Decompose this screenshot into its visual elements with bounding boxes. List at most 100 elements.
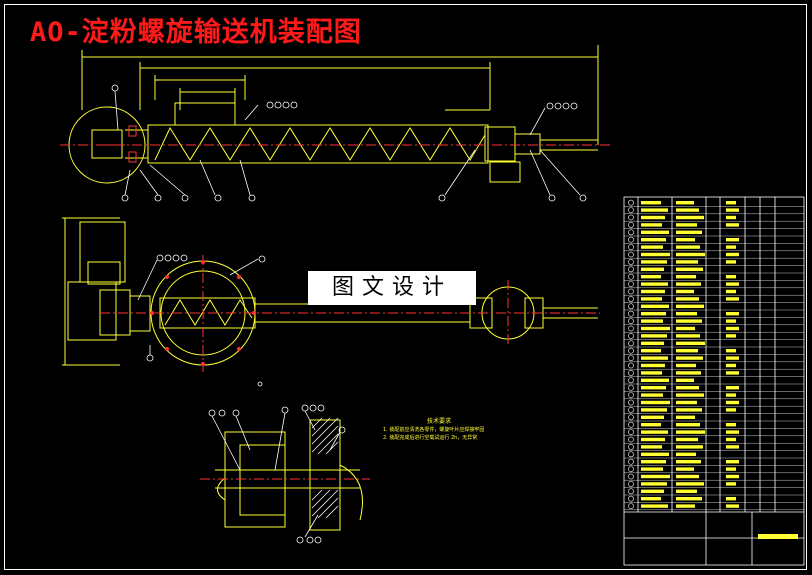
parts-list-cell-text: [726, 386, 739, 390]
parts-list-item-number: [628, 436, 634, 443]
parts-list-item-number: [628, 318, 634, 324]
parts-list-cell-text: [641, 489, 664, 493]
parts-list-rows: [624, 199, 804, 539]
parts-list-cell-text: [676, 201, 694, 205]
plan-bolts: [150, 260, 256, 366]
parts-list-item-number: [628, 199, 634, 206]
parts-list-item-number: [628, 495, 634, 502]
parts-list-item-number: [628, 258, 634, 265]
parts-list-cell-text: [676, 275, 696, 279]
plan-centerlines: [100, 255, 600, 372]
parts-list-item-number: [628, 414, 634, 421]
parts-list-item-number: [628, 347, 634, 354]
parts-list-item-number: [628, 399, 634, 406]
parts-list-cell-text: [641, 341, 664, 345]
parts-list-cell-text: [641, 208, 668, 212]
parts-list-cell-text: [726, 356, 739, 360]
technical-requirements-heading: 技术要求: [427, 418, 452, 425]
parts-list-cell-text: [676, 304, 704, 308]
parts-list-cell-text: [676, 223, 697, 227]
parts-list-cell-text: [676, 393, 704, 397]
parts-list-cell-text: [641, 423, 661, 427]
parts-list-cell-text: [641, 415, 664, 419]
parts-list-cell-text: [641, 356, 668, 360]
parts-list-item-number: [628, 251, 634, 258]
parts-list-cell-text: [726, 504, 739, 508]
parts-list-item-number: [628, 281, 634, 287]
front-view: [68, 45, 599, 184]
parts-list-item-number: [628, 488, 634, 495]
parts-list-cell-text: [641, 430, 668, 434]
parts-list-cell-text: [641, 497, 661, 501]
parts-list-cell-text: [641, 445, 662, 449]
technical-requirements: 技术要求 1. 装配前应清洗各零件，螺旋叶片应焊接牢固 2. 装配完成后进行空载…: [383, 418, 484, 442]
parts-list-cell-text: [676, 245, 700, 249]
parts-list-item-number: [628, 325, 634, 332]
parts-list-cell-text: [676, 452, 696, 456]
parts-list-cell-text: [726, 275, 736, 279]
parts-list-item-number: [628, 384, 634, 391]
parts-list-cell-text: [641, 245, 663, 249]
parts-list-cell-text: [676, 297, 699, 301]
parts-list-cell-text: [676, 489, 697, 493]
parts-list-item-number: [628, 332, 634, 339]
parts-list-item-number: [628, 207, 634, 213]
parts-list-cell-text: [676, 230, 702, 234]
parts-list-cell-text: [726, 371, 739, 375]
parts-list-cell-text: [676, 341, 705, 345]
parts-list-cell-text: [641, 437, 665, 442]
parts-list-cell-text: [676, 386, 699, 390]
parts-list-cell-text: [641, 363, 665, 368]
parts-list-item-number: [628, 310, 634, 317]
parts-list-cell-text: [676, 363, 696, 368]
parts-list-cell-text: [676, 482, 704, 486]
parts-list-item-number: [628, 288, 634, 295]
parts-list-cell-text: [641, 349, 661, 353]
parts-list-cell-text: [676, 504, 695, 508]
parts-list-cell-text: [676, 497, 702, 501]
plan-flights: [164, 299, 253, 326]
parts-list-cell-text: [641, 452, 669, 456]
parts-list-cell-text: [726, 201, 736, 205]
parts-list-cell-text: [676, 260, 698, 264]
parts-list-cell-text: [726, 393, 736, 397]
parts-list-item-number: [628, 244, 634, 250]
parts-list-cell-text: [726, 474, 739, 479]
front-leaders: [111, 84, 587, 202]
parts-list-cell-text: [641, 230, 669, 234]
parts-list-cell-text: [641, 460, 666, 464]
parts-list-item-number: [628, 236, 634, 243]
screw-flights: [154, 126, 486, 161]
parts-list-cell-text: [676, 460, 701, 464]
parts-list-cell-text: [641, 260, 667, 264]
plan-leaders: [137, 254, 266, 362]
parts-list-cell-text: [676, 474, 699, 479]
parts-list-cell-text: [676, 289, 694, 294]
parts-list-cell-text: [676, 326, 695, 331]
parts-list-cell-text: [676, 208, 699, 212]
parts-list-cell-text: [676, 215, 704, 220]
parts-list-cell-text: [641, 267, 664, 271]
parts-list-cell-text: [676, 349, 698, 353]
parts-list-cell-text: [641, 215, 665, 220]
parts-list-cell-text: [726, 252, 739, 257]
parts-list-cell-text: [726, 437, 736, 442]
parts-list-cell-text: [641, 297, 662, 301]
parts-list-cell-text: [726, 223, 739, 227]
parts-list-cell-text: [641, 474, 670, 479]
parts-list-item-number: [628, 451, 634, 458]
parts-list-cell-text: [726, 326, 739, 331]
parts-list-item-number: [628, 369, 634, 376]
watermark-text: 图文设计: [308, 271, 476, 305]
detail-view: [215, 419, 363, 531]
parts-list-item-number: [628, 377, 634, 384]
parts-list-cell-text: [726, 349, 736, 353]
parts-list-cell-text: [641, 371, 662, 375]
parts-list-cell-text: [726, 208, 739, 212]
parts-list-cell-text: [726, 363, 736, 368]
parts-list-item-number: [628, 473, 634, 480]
parts-list-item-number: [628, 429, 634, 435]
parts-list-cell-text: [676, 415, 695, 419]
detail-hatch: [311, 417, 339, 519]
parts-list-cell-text: [676, 356, 703, 360]
